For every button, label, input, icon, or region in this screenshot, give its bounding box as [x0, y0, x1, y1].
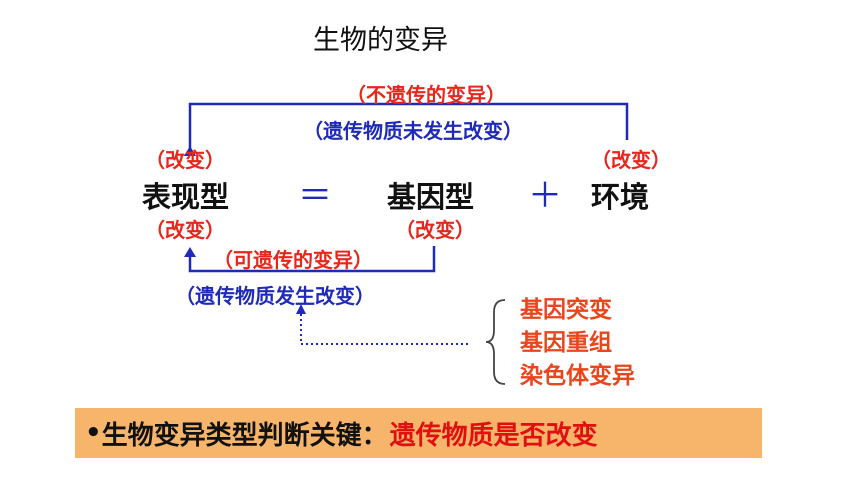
- equals-sign: ＝: [298, 176, 332, 216]
- bottom-arrowhead: [184, 247, 196, 257]
- environment-term: 环境: [591, 180, 650, 214]
- non-heritable-explanation: （遗传物质未发生改变）: [303, 119, 523, 143]
- phenotype-change-top: （改变）: [145, 148, 225, 172]
- source-chromosome-variation: 染色体变异: [520, 363, 635, 389]
- genotype-term: 基因型: [387, 180, 475, 214]
- source-gene-recombination: 基因重组: [520, 330, 612, 356]
- phenotype-change-bottom: （改变）: [145, 218, 225, 242]
- dotted-arrowhead: [296, 304, 306, 314]
- source-gene-mutation: 基因突变: [520, 297, 612, 323]
- bottom-bracket-line: [188, 246, 436, 273]
- curly-brace: [485, 299, 506, 385]
- top-bracket-line: [188, 102, 629, 152]
- banner-key-text: 生物变异类型判断关键：: [101, 420, 388, 451]
- variation-sources-list: 基因突变 基因重组 染色体变异: [520, 294, 635, 393]
- dotted-arrow-line: [300, 312, 468, 345]
- plus-sign: ＋: [528, 176, 562, 216]
- genotype-change: （改变）: [395, 218, 475, 242]
- heritable-explanation: （遗传物质发生改变）: [175, 284, 375, 308]
- environment-change: （改变）: [591, 148, 671, 172]
- non-heritable-label: （不遗传的变异）: [346, 83, 506, 107]
- page-title: 生物的变异: [313, 25, 448, 56]
- heritable-label: （可遗传的变异）: [213, 248, 373, 272]
- banner-bullet: •: [85, 418, 102, 448]
- top-arrowhead: [184, 146, 196, 156]
- key-point-banner: • 生物变异类型判断关键： 遗传物质是否改变: [75, 408, 762, 458]
- banner-answer-text: 遗传物质是否改变: [389, 420, 598, 451]
- phenotype-term: 表现型: [142, 180, 230, 214]
